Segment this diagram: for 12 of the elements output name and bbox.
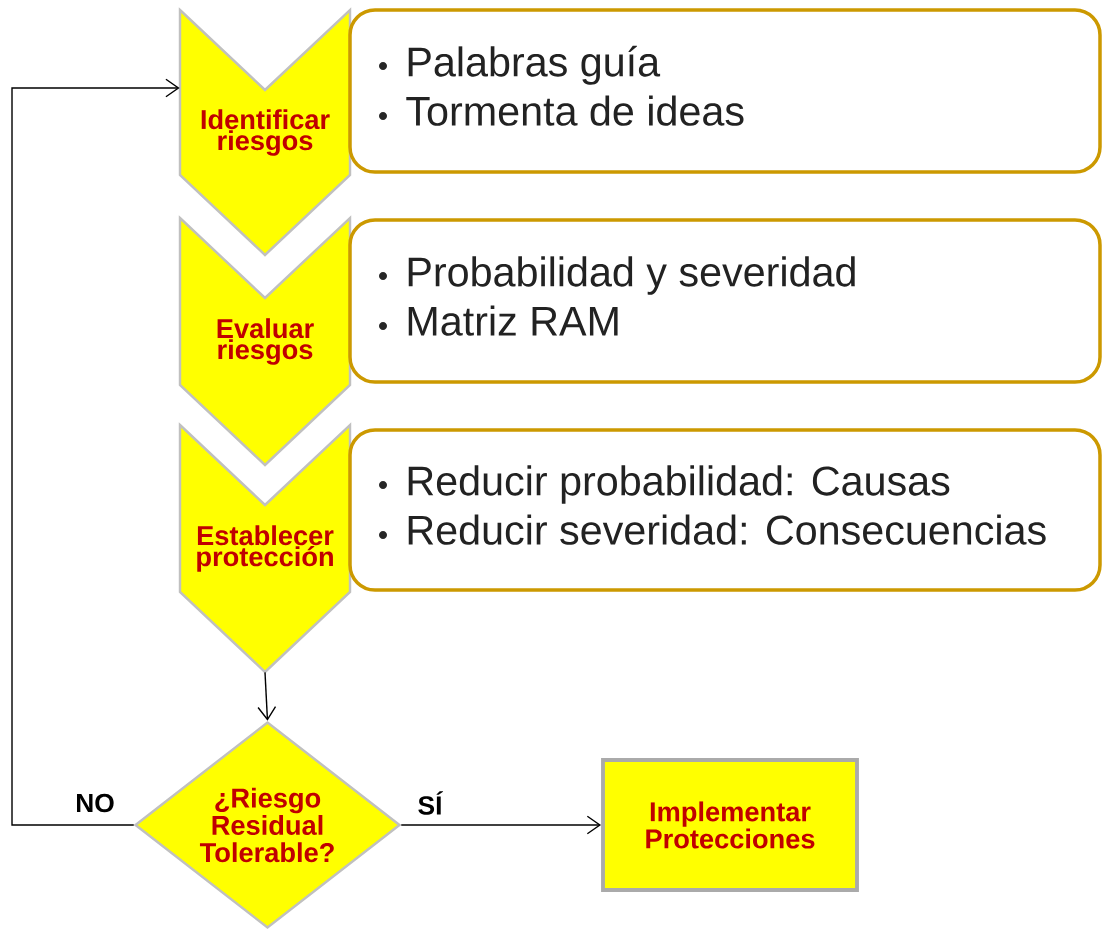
chevron-step: Identificar riesgos [178, 7, 352, 257]
edge-label: SÍ [418, 791, 444, 815]
bullet-list-box: Palabras guía Tormenta de ideas [348, 8, 1102, 174]
arrow [11, 78, 180, 826]
arrow [257, 671, 277, 721]
chevron-step: Establecer protección [178, 422, 352, 674]
arrow [400, 815, 602, 835]
bullet-list-box: Reducir probabilidad: Causas Reducir severidad: Consecuencias [348, 428, 1102, 592]
edge-label: NO [77, 793, 114, 813]
bullet-list-box: Probabilidad y severidad Matriz RAM [348, 218, 1102, 384]
chevron-step: Evaluar riesgos [178, 215, 352, 467]
process-box: Implementar Protecciones [601, 758, 859, 892]
